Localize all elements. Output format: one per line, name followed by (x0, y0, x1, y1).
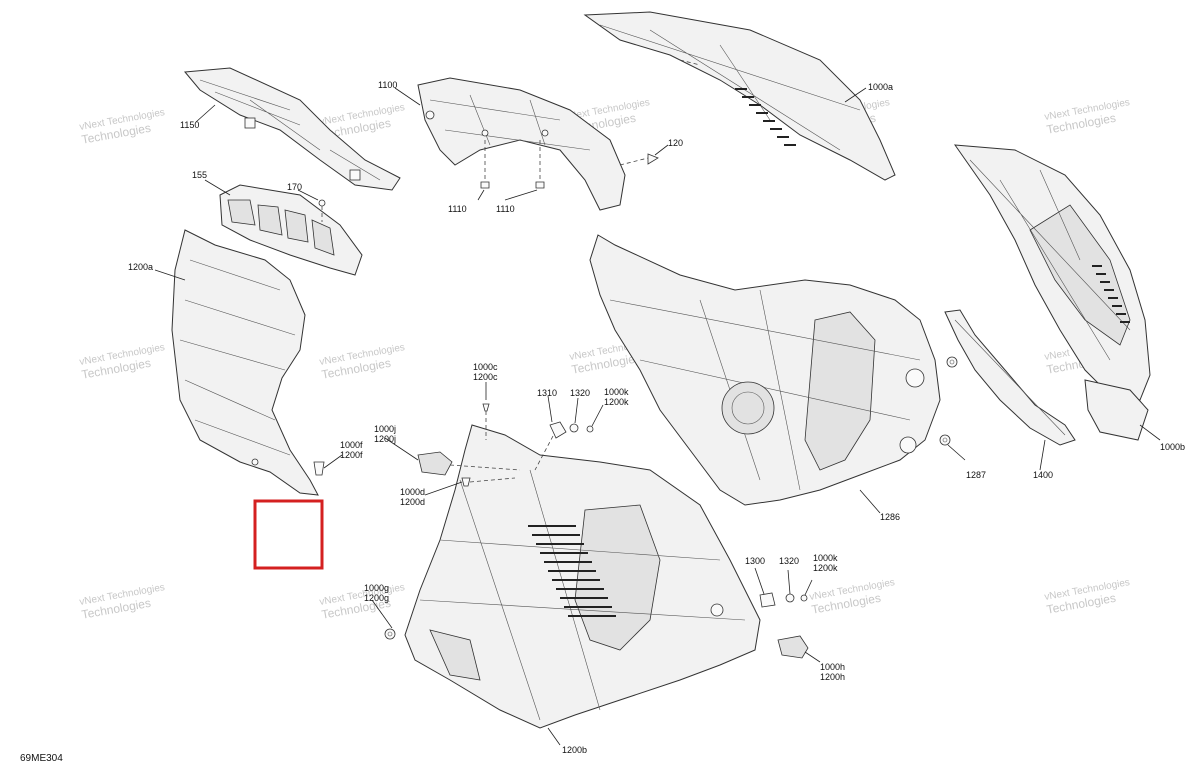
washer-1287 (939, 434, 951, 446)
callout-1000f: 1000f (340, 440, 363, 450)
clip-1000j (417, 451, 521, 476)
part-1000b (953, 144, 1151, 441)
part-1100 (417, 77, 626, 211)
callout-1200j: 1200j (374, 434, 396, 444)
callout-1200b: 1200b (562, 745, 587, 755)
callout-1200f: 1200f (340, 450, 363, 460)
callout-1000d: 1000d (400, 487, 425, 497)
callout-1200c: 1200c (473, 372, 498, 382)
callout-1000k-b: 1000k (813, 553, 838, 563)
figure-id: 69ME304 (20, 753, 63, 764)
watermark: vNext Technologies Technologies (319, 342, 406, 382)
callout-1000g: 1000g (364, 583, 389, 593)
callout-labels: 1150 1100 1000a 120 155 170 1110 1110 12… (128, 80, 1185, 755)
fastener-1300 (759, 592, 776, 608)
callout-1286: 1286 (880, 512, 900, 522)
fastener-1320-a (569, 423, 579, 433)
callout-1000b: 1000b (1160, 442, 1185, 452)
callout-1200a: 1200a (128, 262, 153, 272)
callout-155: 155 (192, 170, 207, 180)
watermark: vNext Technologies Technologies (79, 342, 166, 382)
callout-1000a: 1000a (868, 82, 893, 92)
highlight-box (253, 499, 324, 570)
callout-1000h: 1000h (820, 662, 845, 672)
fastener-1110-a (480, 140, 490, 189)
part-155 (219, 184, 363, 276)
callout-1150: 1150 (180, 120, 199, 130)
fastener-1110-b (535, 140, 545, 189)
callout-1300: 1300 (745, 556, 765, 566)
part-1400 (944, 309, 1076, 446)
fastener-170 (318, 199, 326, 222)
callout-1110-b: 1110 (496, 204, 515, 214)
callout-1110-a: 1110 (448, 204, 467, 214)
vent-slots-1000b (1092, 265, 1130, 323)
part-1150 (184, 67, 401, 191)
vent-slots-1000a (735, 88, 796, 146)
callout-120: 120 (668, 138, 683, 148)
part-1200a (171, 229, 319, 496)
watermark: vNext Technologies Technologies (1044, 577, 1131, 617)
fastener-1000f (313, 461, 325, 476)
callout-170: 170 (287, 182, 302, 192)
clip-1000h (777, 635, 809, 659)
callout-1200h: 1200h (820, 672, 845, 682)
vent-slots-1200b (528, 525, 616, 617)
part-1286 (589, 234, 941, 506)
callout-1200k-a: 1200k (604, 397, 629, 407)
callout-1000c: 1000c (473, 362, 498, 372)
fastener-1320-b (785, 593, 795, 603)
fastener-120 (619, 153, 659, 166)
callout-1310: 1310 (537, 388, 557, 398)
washer-upper-right (946, 356, 958, 368)
washer-1000g (384, 628, 396, 640)
watermark: vNext Technologies Technologies (79, 582, 166, 622)
callout-1287: 1287 (966, 470, 986, 480)
callout-1000k-a: 1000k (604, 387, 629, 397)
callout-1200d: 1200d (400, 497, 425, 507)
callout-1200k-b: 1200k (813, 563, 838, 573)
callout-1320-a: 1320 (570, 388, 590, 398)
callout-1320-b: 1320 (779, 556, 799, 566)
leader-lines (154, 87, 1161, 746)
watermark: vNext Technologies Technologies (79, 107, 166, 147)
watermark: vNext Technologies Technologies (1044, 97, 1131, 137)
fastener-1000c (482, 403, 490, 440)
washer-1000k-a (586, 425, 594, 433)
part-1200b (404, 424, 761, 729)
washer-1000k-b (800, 594, 808, 602)
fastener-1310 (534, 421, 567, 471)
callout-1200g: 1200g (364, 593, 389, 603)
callout-1000j: 1000j (374, 424, 396, 434)
part-1000a (583, 11, 896, 181)
fastener-1000d (461, 477, 516, 487)
callout-1100: 1100 (378, 80, 397, 90)
watermark: vNext Technologies Technologies (809, 577, 896, 617)
callout-1400: 1400 (1033, 470, 1053, 480)
